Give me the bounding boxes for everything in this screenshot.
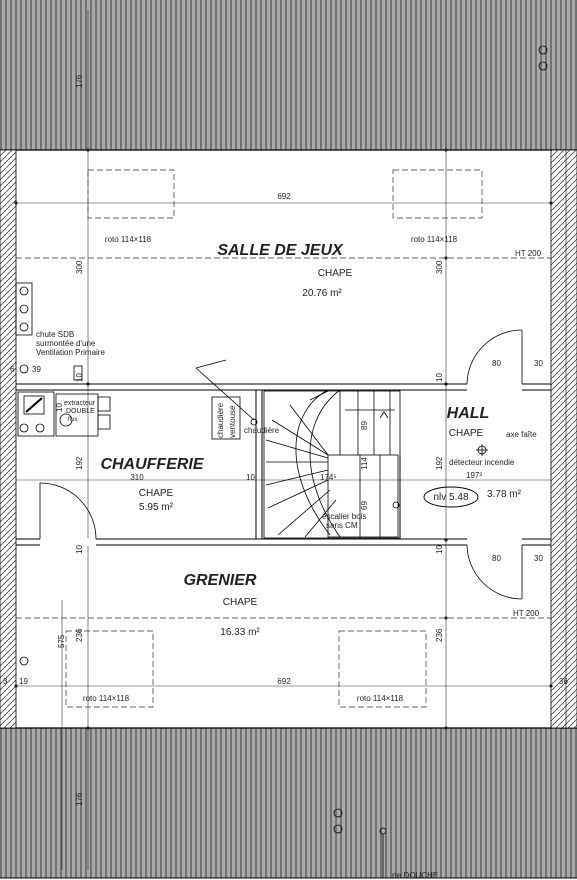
dim-89: 89 <box>360 421 369 430</box>
room-area-chaufferie: 5.95 m² <box>139 502 174 513</box>
window-label-bottom-right: roto 114×118 <box>357 694 404 703</box>
dim-bottom-176: 176 <box>75 792 84 806</box>
window-label-top-left: roto 114×118 <box>105 235 152 244</box>
roof-bottom <box>0 728 577 878</box>
ventouse-label: ventouse <box>228 405 237 438</box>
room-name-hall: HALL <box>447 405 490 422</box>
room-area-salle: 20.76 m² <box>302 288 342 299</box>
wall-left <box>0 149 17 729</box>
dim-80b: 80 <box>492 554 501 563</box>
wall-right <box>550 149 577 729</box>
ht-label-top: HT 200 <box>515 249 542 258</box>
extracteur-note-3: flux <box>68 417 77 423</box>
dim-left-300: 300 <box>75 260 84 274</box>
chute-note-1: chute SDB <box>36 330 74 339</box>
dim-19: 19 <box>19 677 28 686</box>
dim-192b: 192 <box>435 456 444 470</box>
staircase <box>263 389 401 539</box>
room-name-salle: SALLE DE JEUX <box>217 242 344 259</box>
dim-30b: 30 <box>534 554 543 563</box>
room-name-grenier: GRENIER <box>184 572 257 589</box>
roof-top <box>0 0 577 150</box>
axe-faite-label: axe faîte <box>506 430 537 439</box>
room-floor-salle: CHAPE <box>318 268 353 279</box>
dim-1973: 197³ <box>466 471 482 480</box>
extracteur-note-2: DOUBLE <box>66 408 95 415</box>
dim-236b: 236 <box>435 628 444 642</box>
dim-192a: 192 <box>75 456 84 470</box>
dim-114: 114 <box>360 457 369 470</box>
window-label-top-right: roto 114×118 <box>411 235 458 244</box>
dim-80a: 80 <box>492 359 501 368</box>
dim-174: 174⁵ <box>320 473 337 482</box>
room-floor-chaufferie: CHAPE <box>139 488 174 499</box>
dim-575: 575 <box>57 634 66 648</box>
dim-10b: 10 <box>435 373 444 382</box>
room-area-hall: 3.78 m² <box>487 489 522 500</box>
ht-label-bottom: HT 200 <box>513 609 540 618</box>
dim-10f: 10 <box>55 403 64 412</box>
chute-note-2: surmontée d'une <box>36 339 96 348</box>
chaudiere-label: chaudière <box>216 402 225 438</box>
room-name-chaufferie: CHAUFFERIE <box>100 456 204 473</box>
dim-30a: 30 <box>534 359 543 368</box>
dim-310: 310 <box>130 473 144 482</box>
dim-top-176: 176 <box>75 74 84 88</box>
dim-10a: 10 <box>75 373 84 382</box>
dim-39: 39 <box>32 365 41 374</box>
level-marker <box>423 486 479 508</box>
room-floor-hall: CHAPE <box>449 428 484 439</box>
dim-3: 3 <box>3 677 8 686</box>
room-area-grenier: 16.33 m² <box>220 627 260 638</box>
extracteur-note-1: extracteur <box>64 400 96 407</box>
chute-note-3: Ventilation Primaire <box>36 348 105 357</box>
dim-10c: 10 <box>246 473 255 482</box>
window-label-bottom-left: roto 114×118 <box>83 694 130 703</box>
dim-10d: 10 <box>75 545 84 554</box>
escalier-note-2: sans CM <box>326 521 358 530</box>
dim-10e: 10 <box>435 545 444 554</box>
dim-236a: 236 <box>75 628 84 642</box>
chaudiere-note: chaudière <box>244 426 280 435</box>
dim-width-bottom: 692 <box>277 677 291 686</box>
douche-label: rte DOUCHE <box>392 871 438 880</box>
dim-36: 36 <box>559 677 568 686</box>
dim-69: 69 <box>360 501 369 510</box>
detecteur-label: détecteur incendie <box>449 458 515 467</box>
dim-6: 6 <box>10 365 15 374</box>
dim-width-top: 692 <box>277 192 291 201</box>
room-floor-grenier: CHAPE <box>223 597 258 608</box>
escalier-note-1: escalier bois <box>322 512 366 521</box>
nlv-label: nlv 5.48 <box>433 492 468 503</box>
dim-mid-300: 300 <box>435 260 444 274</box>
